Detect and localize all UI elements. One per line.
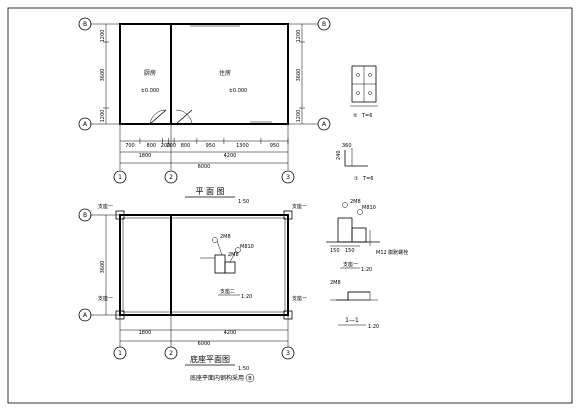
plan-dim-right-bot: 1200 (296, 110, 302, 123)
axis-label-B: B (83, 21, 87, 28)
base-frame-inner (122, 217, 286, 313)
base-axis-bubble-B (78, 208, 92, 222)
plan-dim-left-top: 1200 (100, 30, 106, 43)
base-subtitle-ref: B (248, 376, 252, 382)
axis-bubble-B (78, 17, 92, 31)
plan-dim-right-top: 1200 (296, 30, 302, 43)
axis-bubble-3 (281, 170, 295, 184)
base-axis-label-2: 2 (169, 350, 173, 357)
plan-dim-row1-value: 800 (181, 143, 191, 149)
detail-2: 2M8 M810 2M8 支座二 1:20 (200, 234, 254, 300)
plan-dim-row1-value: 800 (147, 143, 157, 149)
base-dim-left: 3600 (100, 261, 106, 274)
plan-dim-total: 6000 (198, 164, 211, 170)
detail2-scale: 1:20 (241, 294, 252, 300)
plate1-note: T=6 (362, 176, 373, 182)
base-dim-span-1-2: 1800 (139, 330, 152, 336)
base-frame-outer (119, 214, 289, 316)
detail2-label: 支座二 (220, 288, 235, 295)
base-dim-span-2-3: 4200 (224, 330, 237, 336)
floor-plan: B A 1200 3600 1200 B A 1200 3600 1200 厨房… (78, 17, 331, 205)
base-axis-bubble-2 (164, 346, 178, 360)
plan-dim-row1-value: 200 (166, 143, 176, 149)
dim-small-4: 150 (345, 248, 355, 254)
details-column: ② T=6 ① T=6 360 240 2M8 M810 150 150 M12… (326, 65, 408, 330)
plan-dim-left-mid: 3600 (100, 69, 106, 82)
base-subtitle: 底座平面内钢构采用 (190, 374, 244, 382)
axis-bubble-A-right (317, 117, 331, 131)
base-plan: 支座一 支座一 支座一 支座一 B A 3600 2M8 M810 2M8 支座… (78, 203, 307, 383)
plate-1 (344, 150, 368, 167)
room-label-kitchen: 厨房 (144, 69, 156, 77)
plan-dim-row1-value: 200 (161, 143, 171, 149)
dim-small-3: 150 (330, 248, 340, 254)
base-title: 底座平面图 (190, 354, 230, 364)
detail2-note2: 2M8 (228, 252, 239, 258)
plan-dim-row1-value: 1300 (236, 143, 249, 149)
axis-label-B-right: B (322, 21, 326, 28)
elev-kitchen: ±0.000 (141, 88, 160, 94)
support-label-bl: 支座一 (98, 295, 113, 302)
section-note: 2M8 (330, 280, 341, 286)
plan-dim-row1-value: 950 (270, 143, 280, 149)
base-dim-total: 6000 (198, 341, 211, 347)
support1-scale: 1:20 (361, 267, 372, 273)
plan-dim-span-2-3: 4200 (224, 153, 237, 159)
axis-label-A: A (83, 121, 88, 128)
axis-bubble-1 (113, 170, 127, 184)
plan-dim-left-bot: 1200 (100, 110, 106, 123)
support-label-tl: 支座一 (98, 203, 113, 210)
dim-small-1: 360 (342, 143, 352, 149)
dim-small-2: 240 (336, 150, 342, 160)
base-axis-label-B: B (83, 212, 87, 219)
support-label-tr: 支座一 (292, 203, 307, 210)
axis-label-3: 3 (286, 174, 290, 181)
support1-label: 支座一 (343, 261, 358, 268)
support1-note1: 2M8 (350, 199, 361, 205)
plate2-note: T=6 (361, 113, 372, 119)
detail2-note3: M810 (240, 244, 254, 250)
plan-outer-wall (119, 23, 289, 125)
support1-bracket (351, 227, 367, 243)
base-axis-bubble-1 (113, 346, 127, 360)
plan-dim-row1-value: 700 (125, 143, 135, 149)
elev-bedroom: ±0.000 (229, 88, 248, 94)
section-profile (336, 291, 370, 301)
support-label-br: 支座一 (292, 295, 307, 302)
base-axis-bubble-3 (281, 346, 295, 360)
plan-title: 平 面 图 (195, 187, 224, 196)
axis-label-A-right: A (322, 121, 327, 128)
plan-dim-right-mid: 3600 (296, 69, 302, 82)
detail2-note1: 2M8 (220, 234, 231, 240)
plate1-label: ① (354, 176, 359, 182)
base-axis-label-1: 1 (118, 350, 122, 357)
anchor-note: M12 膨胀螺栓 (376, 249, 408, 256)
support1-note2: M810 (362, 205, 376, 211)
plan-scale: 1:50 (238, 199, 249, 205)
section-scale: 1:20 (368, 324, 379, 330)
support1-column (337, 217, 353, 243)
axis-bubble-B-right (317, 17, 331, 31)
plate2-label: ② (353, 113, 358, 119)
base-axis-bubble-A (78, 308, 92, 322)
plan-dim-row1-value: 950 (206, 143, 216, 149)
axis-bubble-2 (164, 170, 178, 184)
room-label-bedroom: 住房 (219, 69, 231, 77)
axis-label-1: 1 (118, 174, 122, 181)
base-scale: 1:50 (238, 366, 249, 372)
base-axis-label-3: 3 (286, 350, 290, 357)
axis-label-2: 2 (169, 174, 173, 181)
sheet-border (7, 7, 573, 404)
plan-dim-span-1-2: 1800 (139, 153, 152, 159)
axis-bubble-A (78, 117, 92, 131)
base-subtitle-ref-bubble (245, 373, 255, 383)
base-axis-label-A: A (83, 312, 88, 319)
section-label: 1—1 (345, 317, 359, 324)
